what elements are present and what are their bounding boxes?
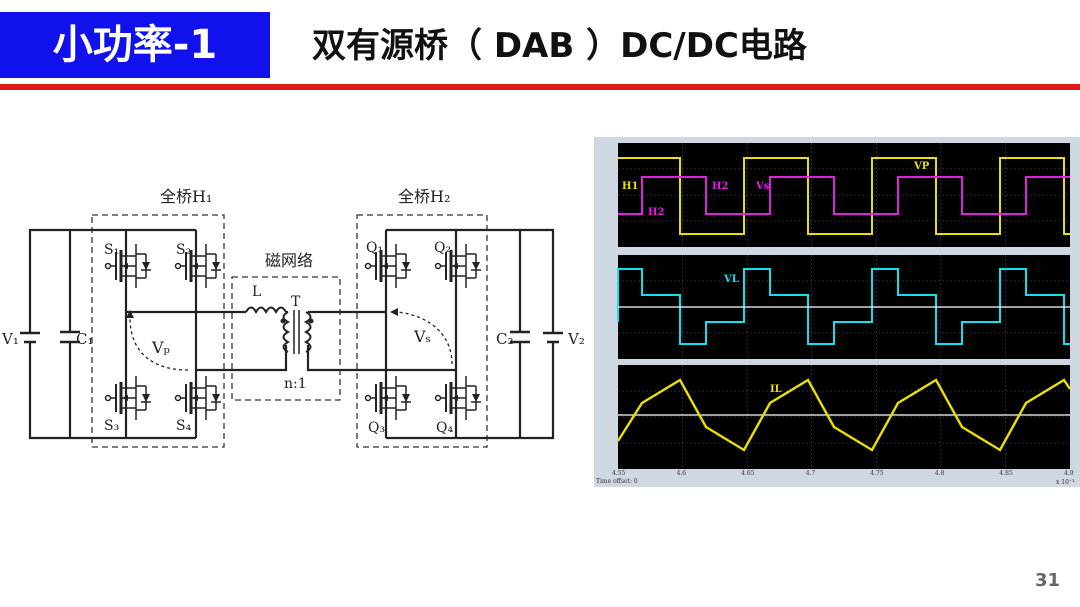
h2-trace-label-a: H2: [712, 181, 728, 192]
h2-trace-label-b: H2: [648, 207, 664, 218]
bridge2-box: [356, 214, 488, 448]
switch-q4-icon: [434, 374, 483, 422]
s1-label: S₁: [104, 242, 119, 258]
bridge2-label: 全桥H₂: [398, 187, 450, 206]
switch-s4-icon: [174, 374, 223, 422]
transformer-label: T: [291, 294, 301, 310]
v2-label: V₂: [567, 330, 585, 348]
section-badge: 小功率-1: [0, 12, 270, 78]
x-tick-label: 4.6: [677, 470, 687, 477]
switch-q3-icon: [364, 374, 413, 422]
q2-label: Q₂: [434, 240, 451, 256]
waveform-plot: VP H1 H2 H2 Vs VL IL 4.55 4.6 4.65 4.7 4.75 4…: [594, 137, 1080, 487]
magnetic-box: [231, 276, 341, 401]
q1-label: Q₁: [366, 240, 383, 256]
bridge1-label: 全桥H₁: [160, 187, 212, 206]
time-offset-label: Time offset: 0: [596, 478, 638, 485]
vp-trace: [618, 157, 1070, 235]
q4-label: Q₄: [436, 420, 453, 436]
inductor-label: L: [252, 284, 261, 300]
v2-source-icon: [543, 331, 563, 344]
x-tick-label: 4.7: [806, 470, 816, 477]
v1-source-icon: [20, 331, 40, 344]
il-trace-label: IL: [770, 384, 782, 395]
switch-s3-icon: [104, 374, 153, 422]
x-tick-label: 4.65: [741, 470, 755, 477]
dab-circuit-diagram: 全桥H₁ 全桥H₂ 磁网络 V₁ C₁ C₂ V₂: [1, 187, 585, 448]
c2-label: C₂: [496, 330, 514, 348]
c1-capacitor-icon: [60, 330, 80, 344]
vs-label: Vₛ: [413, 327, 431, 346]
vs-trace: [618, 176, 1070, 215]
s4-label: S₄: [176, 418, 192, 434]
v1-label: V₁: [1, 330, 19, 348]
x-tick-label: 4.55: [612, 470, 626, 477]
magnetic-network-label: 磁网络: [265, 251, 313, 270]
c2-capacitor-icon: [510, 330, 530, 344]
vl-trace: [617, 268, 1070, 345]
section-badge-label: 小功率-1: [52, 22, 218, 68]
vp-trace-label: VP: [913, 161, 930, 172]
x-scale-label: x 10⁻³: [1056, 479, 1075, 486]
q3-label: Q₃: [368, 420, 385, 436]
title-underline: [0, 84, 1080, 90]
x-tick-label: 4.9: [1064, 470, 1074, 477]
page-number: 31: [1034, 570, 1060, 591]
s3-label: S₃: [104, 418, 119, 434]
x-tick-label: 4.8: [935, 470, 945, 477]
vp-arrow-icon: [129, 317, 189, 371]
vs-trace-label: Vs: [755, 181, 770, 192]
x-tick-label: 4.75: [870, 470, 884, 477]
h1-trace-label: H1: [622, 181, 638, 192]
vs-arrow-icon: [397, 311, 453, 365]
il-trace: [616, 378, 1071, 452]
bridge1-box: [91, 214, 225, 448]
vp-label: Vₚ: [151, 338, 170, 357]
turns-ratio-label: n:1: [284, 376, 307, 392]
vl-trace-label: VL: [723, 274, 739, 285]
slide-title: 双有源桥（ DAB ）DC/DC电路: [312, 26, 807, 66]
x-tick-label: 4.85: [999, 470, 1013, 477]
c1-label: C₁: [76, 330, 94, 348]
inductor-l-icon: [245, 306, 287, 315]
s2-label: S₂: [176, 242, 191, 258]
